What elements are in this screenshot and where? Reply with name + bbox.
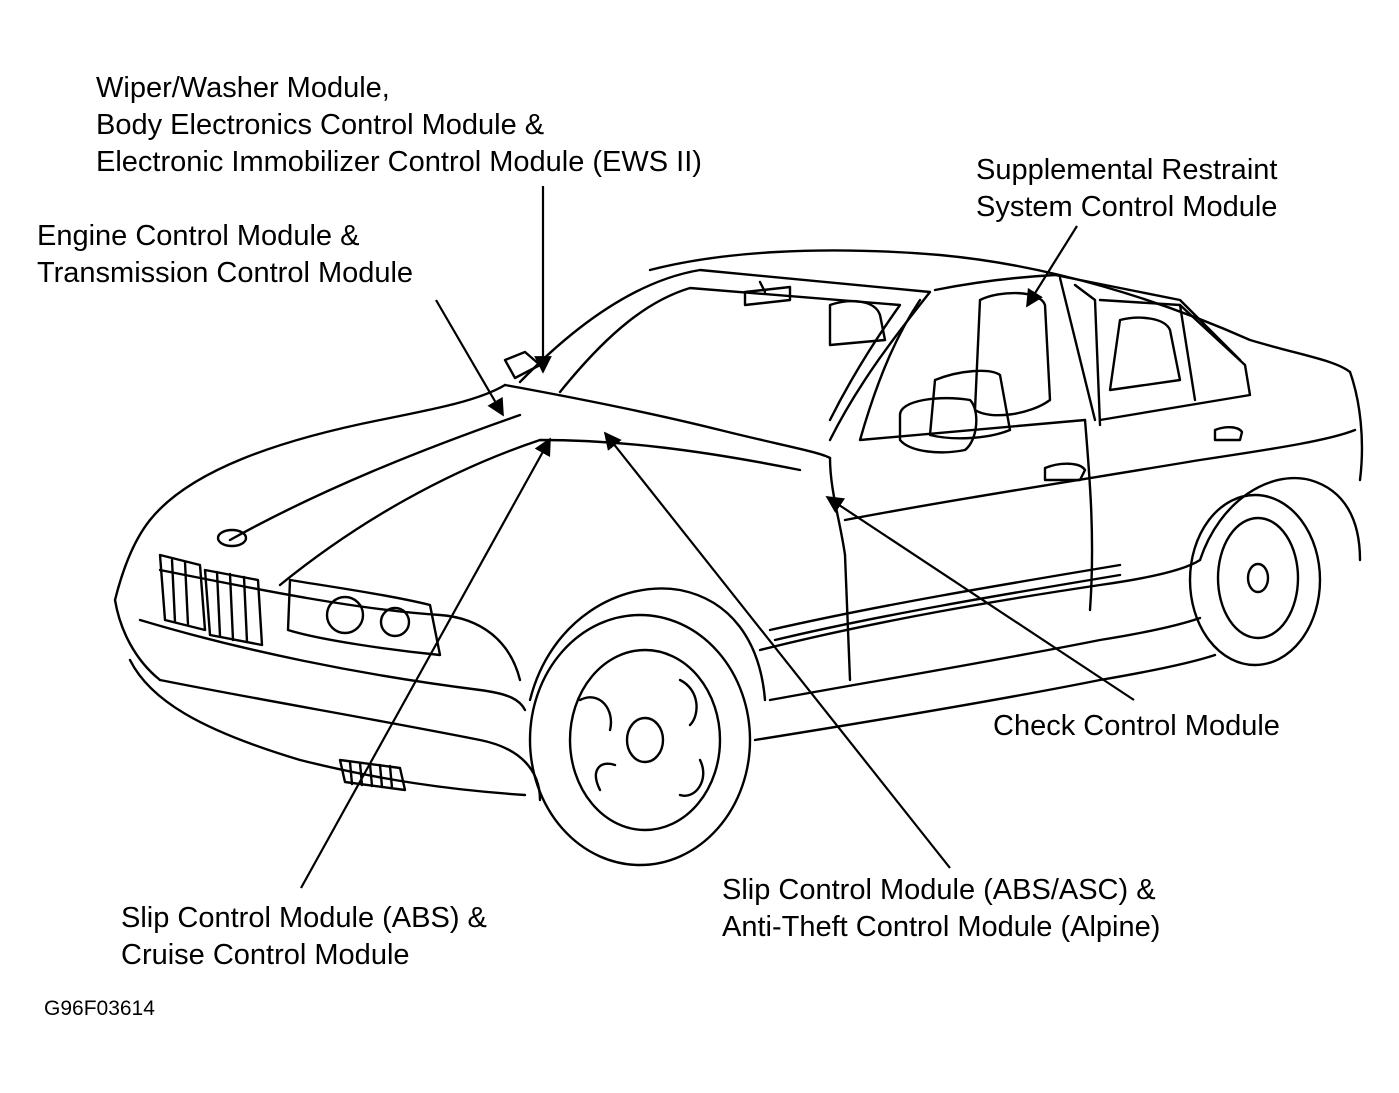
label-wiper-washer-module: Wiper/Washer Module, Body Electronics Co… [96,70,702,181]
car-body [113,249,1364,867]
label-line: System Control Module [976,191,1278,223]
label-slip-control-cruise: Slip Control Module (ABS) & Cruise Contr… [121,900,487,974]
label-line: Anti-Theft Control Module (Alpine) [722,911,1161,943]
label-line: Wiper/Washer Module, [96,72,390,104]
arrow-slip-alpine [603,431,951,869]
label-line: Engine Control Module & [37,220,360,252]
figure-id: G96F03614 [44,997,155,1020]
label-line: Slip Control Module (ABS) & [121,902,487,934]
arrow-srs [1026,225,1078,308]
arrow-engine [435,299,504,417]
label-line: Supplemental Restraint [976,154,1278,186]
label-line: Transmission Control Module [37,257,414,289]
arrow-check [825,496,1135,701]
label-line: Body Electronics Control Module & [96,109,545,141]
label-srs-control-module: Supplemental Restraint System Control Mo… [976,152,1277,226]
leader-arrows [300,186,1135,889]
label-line: Cruise Control Module [121,939,410,971]
label-line: Electronic Immobilizer Control Module (E… [96,146,702,178]
label-slip-control-anti-theft: Slip Control Module (ABS/ASC) & Anti-The… [722,872,1160,946]
label-check-control-module: Check Control Module [993,708,1280,745]
label-line: Slip Control Module (ABS/ASC) & [722,874,1156,906]
label-engine-control-module: Engine Control Module & Transmission Con… [37,218,413,292]
label-line: Check Control Module [993,710,1280,742]
arrow-slip-cruise [300,437,551,889]
